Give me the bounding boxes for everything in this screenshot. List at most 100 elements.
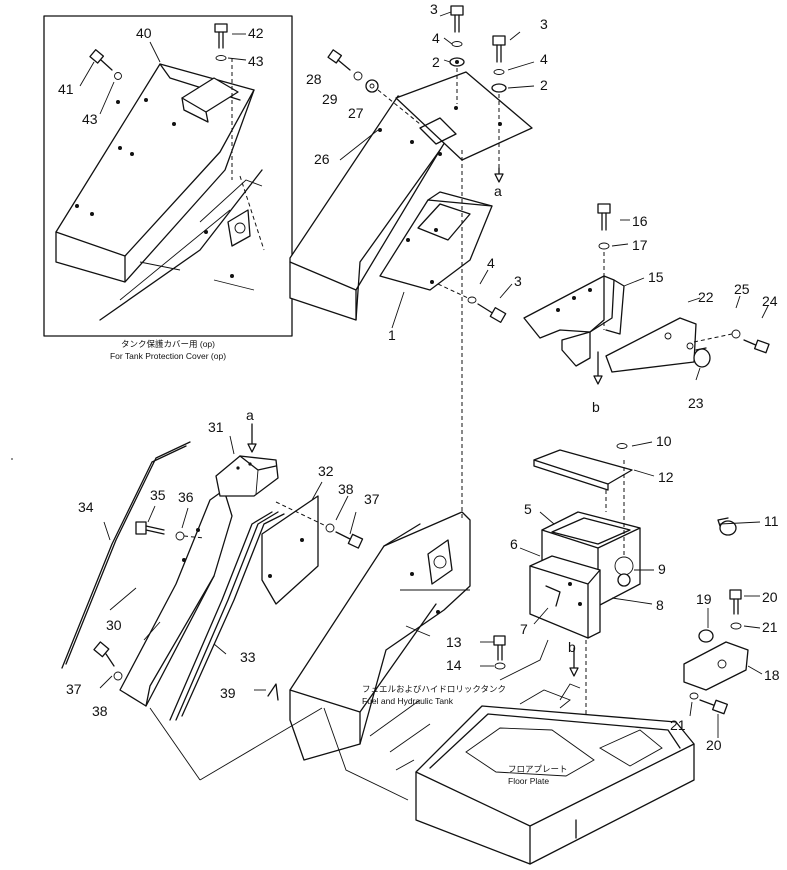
callouts: 1 2 2 3 3 3 4 4 4 5 6 7 8 9 10 11 12 13 …: [58, 1, 780, 753]
part-27-washer: [365, 79, 379, 93]
part-17-washer: [598, 242, 610, 250]
ref-b-right: b: [592, 399, 600, 415]
part-39-pin: [267, 683, 279, 701]
part-24-bolt: [743, 339, 770, 354]
part-21-washer-a: [730, 622, 742, 630]
callout-18: 18: [764, 667, 780, 683]
part-38-washer-b: [325, 523, 335, 533]
part-9-ring: [617, 573, 631, 587]
part-33-strip: [169, 511, 285, 721]
ref-a-top: a: [494, 183, 502, 199]
top-plate: [395, 71, 533, 161]
callout-29: 29: [322, 91, 338, 107]
part-29-washer: [353, 71, 363, 81]
callout-4c: 4: [487, 255, 495, 271]
part-14-washer: [494, 662, 506, 670]
part-37-bolt-a: [93, 641, 115, 667]
callout-5: 5: [524, 501, 532, 517]
callout-37b: 37: [364, 491, 380, 507]
callout-21a: 21: [762, 619, 778, 635]
callout-10: 10: [656, 433, 672, 449]
part-4-washer-c: [467, 296, 477, 304]
callout-13: 13: [446, 634, 462, 650]
part-3-bolt-c: [477, 303, 507, 323]
part-23-cap: [693, 347, 711, 368]
part-35-bolt: [135, 521, 165, 535]
part-25-washer: [731, 329, 741, 339]
part-20-bolt-b: [699, 699, 728, 715]
part-38-washer-a: [113, 671, 123, 681]
callout-21b: 21: [670, 717, 686, 733]
callout-28: 28: [306, 71, 322, 87]
ref-b-box: b: [568, 639, 576, 655]
callout-24: 24: [762, 293, 778, 309]
callout-12: 12: [658, 469, 674, 485]
callout-2a: 2: [432, 54, 440, 70]
callout-19: 19: [696, 591, 712, 607]
callout-15: 15: [648, 269, 664, 285]
part-11-cap: [717, 517, 737, 536]
part-37-bolt-b: [335, 531, 364, 549]
part-41-bolt: [89, 49, 122, 80]
part-13-bolt: [493, 635, 506, 661]
part-1-support: [379, 199, 493, 291]
ref-a-left: a: [246, 407, 254, 423]
part-4-washer-a: [451, 41, 463, 47]
callout-38a: 38: [92, 703, 108, 719]
part-3-bolt-a: [450, 5, 464, 33]
callout-33: 33: [240, 649, 256, 665]
callout-31: 31: [208, 419, 224, 435]
callout-20b: 20: [706, 737, 722, 753]
callout-27: 27: [348, 105, 364, 121]
callout-4b: 4: [540, 51, 548, 67]
part-19-cap: [698, 629, 714, 643]
part-28-bolt: [327, 49, 351, 71]
inset-panel: タンク保護カバー用 (op) For Tank Protection Cover…: [43, 15, 293, 361]
callout-7: 7: [520, 621, 528, 637]
part-42-bolt: [214, 23, 228, 61]
box-assembly: [480, 441, 761, 760]
callout-35: 35: [150, 487, 166, 503]
callout-41: 41: [58, 81, 74, 97]
part-18-plate: [683, 641, 749, 691]
callout-4a: 4: [432, 30, 440, 46]
fuel-hydraulic-tank: フュエルおよびハイドロリックタンク Fuel and Hydraulic Tan…: [149, 150, 506, 801]
callout-36: 36: [178, 489, 194, 505]
callout-17: 17: [632, 237, 648, 253]
part-21-washer-b: [689, 692, 699, 700]
main-cover-assembly: [289, 5, 535, 329]
callout-26: 26: [314, 151, 330, 167]
callout-42: 42: [248, 25, 264, 41]
part-20-bolt-a: [729, 589, 742, 615]
callout-16: 16: [632, 213, 648, 229]
callout-11: 11: [764, 513, 779, 529]
callout-6: 6: [510, 536, 518, 552]
callout-23: 23: [688, 395, 704, 411]
floor-plate-label-jp: フロアプレート: [508, 764, 568, 774]
part-15-bracket: [523, 275, 615, 339]
lever-group: [61, 423, 364, 721]
floor-plate-label-en: Floor Plate: [508, 776, 549, 786]
inset-caption-jp: タンク保護カバー用 (op): [121, 339, 215, 349]
part-16-bolt: [597, 203, 611, 231]
callout-2b: 2: [540, 77, 548, 93]
part-32-plate: [261, 495, 319, 605]
callout-8: 8: [656, 597, 664, 613]
part-12-sheet: [533, 449, 633, 485]
part-36-washer: [175, 531, 185, 541]
part-3-bolt-b: [492, 35, 506, 63]
fuel-tank-label-jp: フュエルおよびハイドロリックタンク: [362, 684, 506, 694]
part-30-plate: [119, 489, 233, 707]
inset-caption-en: For Tank Protection Cover (op): [110, 351, 226, 361]
part-6-bracket: [529, 555, 601, 639]
plate-18-assembly: [683, 589, 763, 738]
part-4-washer-b: [493, 69, 505, 75]
part-22-plate: [605, 317, 697, 373]
callout-1: 1: [388, 327, 396, 343]
part-34-rod: [61, 441, 191, 669]
callout-30: 30: [106, 617, 122, 633]
callout-32: 32: [318, 463, 334, 479]
callout-40: 40: [136, 25, 152, 41]
callout-3c: 3: [514, 273, 522, 289]
